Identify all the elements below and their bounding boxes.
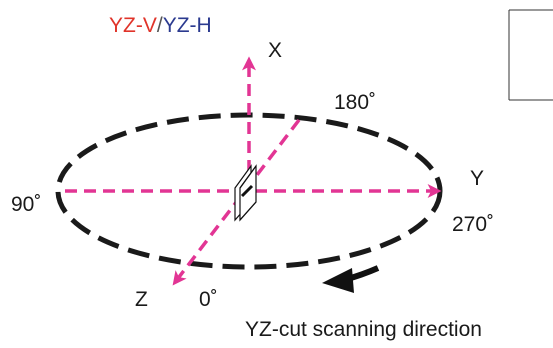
- legend-separator: /: [157, 14, 163, 37]
- angle-180-label: 180˚: [334, 91, 376, 114]
- device-under-test: [234, 164, 257, 222]
- legend-yz-h: YZ-H: [163, 14, 212, 37]
- z-axis-label: Z: [135, 288, 148, 311]
- angle-270-label: 270˚: [452, 213, 494, 236]
- x-axis-label: X: [268, 39, 282, 62]
- y-axis-label: Y: [470, 167, 484, 190]
- scan-direction-caption: YZ-cut scanning direction: [245, 318, 482, 341]
- angle-90-label: 90˚: [11, 193, 41, 216]
- legend-yz-v: YZ-V: [109, 14, 157, 37]
- partial-frame-top-right: [508, 9, 553, 101]
- legend-title: YZ-V/YZ-H: [109, 14, 212, 37]
- angle-0-label: 0˚: [199, 288, 218, 311]
- scan-direction-arrow: [322, 265, 380, 293]
